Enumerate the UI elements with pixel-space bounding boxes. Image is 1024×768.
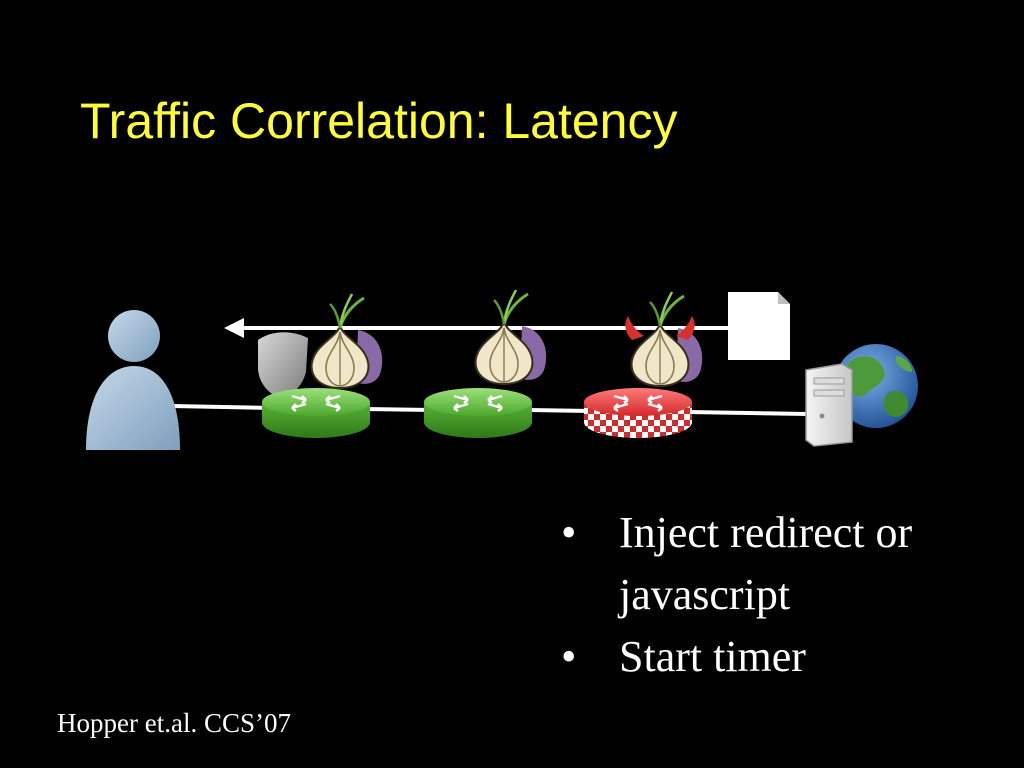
bullet-list: • Inject redirect or javascript • Start … [555,502,1015,688]
server-icon [805,363,853,447]
onion-router-1 [262,292,384,438]
shield-icon [258,332,308,400]
bullet-item: • Start timer [555,626,1015,688]
request-path-line [171,404,809,416]
response-path-arrow [224,318,735,338]
bullet-dot: • [561,508,577,557]
malicious-onion-router [584,290,704,438]
globe-icon [834,344,918,428]
onion-router-2 [424,288,548,438]
document-icon [728,292,790,360]
router-2-icon [424,388,532,438]
citation: Hopper et.al. CCS’07 [57,708,291,738]
slide-title: Traffic Correlation: Latency [80,93,678,149]
bullet-text: Inject redirect or javascript [619,508,913,619]
bullet-text: Start timer [619,632,806,681]
user-icon [86,310,180,450]
devil-horns-icon [625,316,695,340]
router-1-icon [262,388,370,438]
bullet-dot: • [561,632,577,681]
bullet-item: • Inject redirect or javascript [555,502,1015,626]
malicious-router-icon [584,388,692,438]
